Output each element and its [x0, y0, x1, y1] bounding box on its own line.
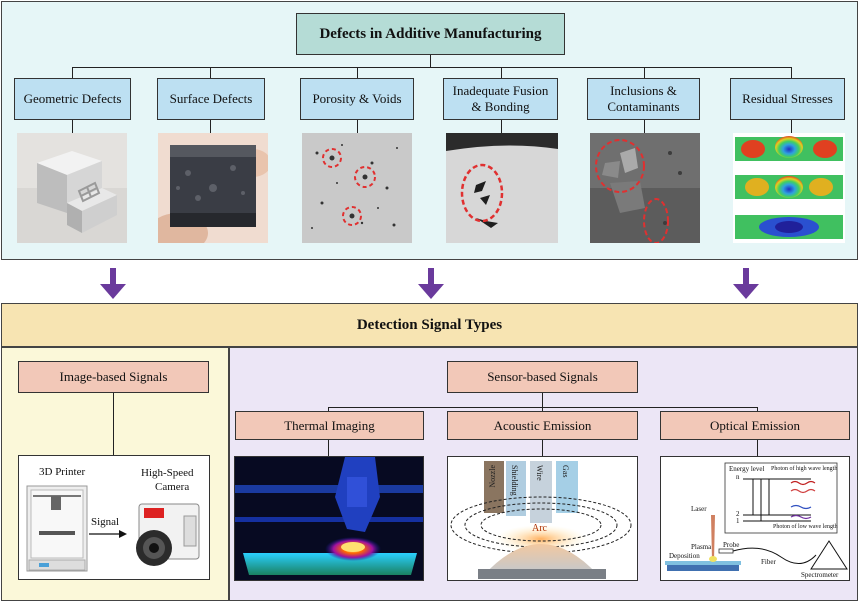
level-n-label: n: [736, 473, 740, 481]
defect-fusion: Inadequate Fusion & Bonding: [443, 78, 558, 120]
optical-stem: [757, 440, 758, 456]
energy-level-label: Energy level: [729, 465, 765, 473]
connector-drop-4: [501, 67, 502, 78]
arc-label: Arc: [532, 523, 547, 534]
sensor-stem: [542, 393, 543, 407]
camera-label-2: Camera: [155, 481, 190, 493]
photon-low-label: Photon of low wave length: [773, 524, 838, 530]
thermal-box: Thermal Imaging: [235, 411, 424, 440]
defect-residual-label: Residual Stresses: [742, 91, 833, 106]
down-arrow-3: [733, 268, 759, 299]
signal-link-label: Signal: [91, 516, 120, 528]
defect-geometric-label: Geometric Defects: [23, 91, 122, 106]
image-based-label: Image-based Signals: [59, 369, 168, 384]
nozzle-label: Nozzle: [488, 465, 497, 488]
optical-image: Energy level n 2 1 Photon of high wave l…: [660, 456, 850, 581]
shielding-label: Shielding: [510, 465, 519, 496]
gas-label: Gas: [561, 465, 570, 478]
level-2-label: 2: [736, 510, 740, 518]
inclusions-image: [590, 133, 700, 243]
defect-geometric: Geometric Defects: [14, 78, 131, 120]
probe-label: Probe: [723, 541, 740, 549]
defects-title: Defects in Additive Manufacturing: [296, 13, 565, 55]
residual-stress-image: [733, 133, 845, 243]
down-arrow-1: [100, 268, 126, 299]
stem-2: [210, 120, 211, 133]
thermal-label: Thermal Imaging: [284, 417, 375, 433]
printer-camera-frame: 3D Printer High-Speed Camera Signal: [18, 455, 210, 580]
thermal-stem: [328, 440, 329, 456]
laser-label: Laser: [691, 505, 707, 513]
connector-drop-1: [72, 67, 73, 78]
fusion-image: [446, 133, 558, 243]
defect-inclusions-label-2: Contaminants: [607, 99, 680, 114]
sensor-drop-thermal: [328, 407, 329, 411]
photon-high-label: Photon of high wave length: [771, 466, 838, 472]
surface-defect-image: [158, 133, 268, 243]
stem-1: [72, 120, 73, 133]
stem-3: [357, 120, 358, 133]
acoustic-label: Acoustic Emission: [493, 417, 592, 433]
defect-surface: Surface Defects: [157, 78, 265, 120]
connector-horizontal: [72, 67, 792, 68]
image-based-box: Image-based Signals: [18, 361, 209, 393]
image-based-stem: [113, 393, 114, 455]
sensor-based-label: Sensor-based Signals: [487, 369, 598, 384]
defect-porosity-label: Porosity & Voids: [312, 91, 402, 106]
detection-signal-title: Detection Signal Types: [1, 303, 858, 347]
camera-label-1: High-Speed: [141, 467, 194, 479]
connector-drop-6: [791, 67, 792, 78]
defect-fusion-label-2: & Bonding: [471, 99, 530, 114]
thermal-image: [234, 456, 424, 581]
sensor-drop-acoustic: [542, 407, 543, 411]
connector-drop-2: [210, 67, 211, 78]
wire-label: Wire: [535, 465, 544, 481]
sensor-based-box: Sensor-based Signals: [447, 361, 638, 393]
porosity-image: [302, 133, 412, 243]
connector-drop-3: [357, 67, 358, 78]
acoustic-image: Nozzle Shielding Wire Gas Arc: [447, 456, 638, 581]
defect-fusion-label-1: Inadequate Fusion: [452, 83, 549, 98]
defect-porosity: Porosity & Voids: [300, 78, 414, 120]
level-1-label: 1: [736, 517, 740, 525]
plasma-label: Plasma: [691, 543, 712, 551]
stem-5: [644, 120, 645, 133]
printer-label: 3D Printer: [39, 466, 86, 478]
optical-label: Optical Emission: [710, 417, 800, 433]
deposition-label: Deposition: [669, 552, 700, 560]
acoustic-box: Acoustic Emission: [447, 411, 638, 440]
defect-residual: Residual Stresses: [730, 78, 845, 120]
connector-title-stem: [430, 55, 431, 67]
defect-surface-label: Surface Defects: [169, 91, 253, 106]
defect-inclusions-label-1: Inclusions &: [610, 83, 677, 98]
connector-drop-5: [644, 67, 645, 78]
down-arrow-2: [418, 268, 444, 299]
optical-box: Optical Emission: [660, 411, 850, 440]
geometric-defect-image: [17, 133, 127, 243]
stem-4: [501, 120, 502, 133]
fiber-label: Fiber: [761, 558, 776, 566]
defect-inclusions: Inclusions & Contaminants: [587, 78, 700, 120]
spectrometer-label: Spectrometer: [801, 571, 839, 579]
sensor-drop-optical: [757, 407, 758, 411]
stem-6: [791, 120, 792, 133]
acoustic-stem: [542, 440, 543, 456]
